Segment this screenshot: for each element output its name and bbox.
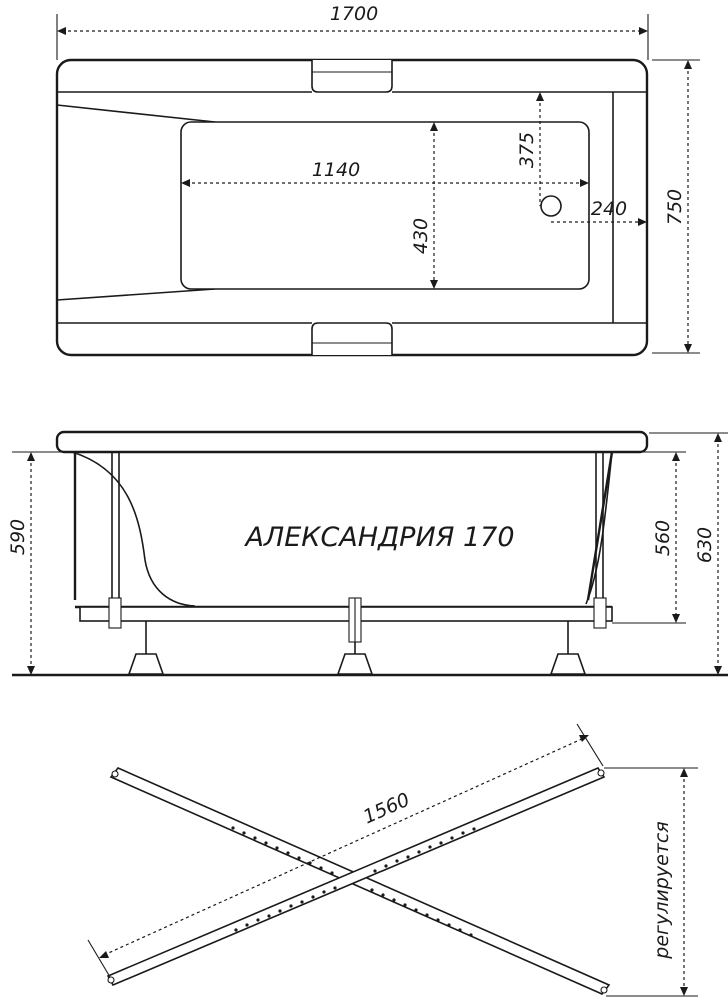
adjustable-label: регулируется bbox=[651, 821, 673, 959]
dim-inner-length-label: 1140 bbox=[312, 159, 360, 181]
dim-drain-side-label: 375 bbox=[516, 132, 538, 168]
dim-drain-end-label: 240 bbox=[591, 198, 627, 220]
dim-length-label: 1700 bbox=[330, 3, 378, 25]
frame-view: 1560 регулируется bbox=[87, 723, 698, 997]
bottom-handle-recess bbox=[311, 322, 393, 355]
dim-frame-length-label: 1560 bbox=[360, 789, 413, 829]
top-handle-recess bbox=[311, 60, 393, 93]
tub-floor-outline bbox=[180, 121, 590, 290]
body-right-edge bbox=[586, 451, 614, 601]
side-base-frame bbox=[79, 606, 613, 622]
leg-left bbox=[127, 621, 165, 675]
side-rim bbox=[55, 430, 649, 454]
dim-inner-width-label: 430 bbox=[410, 218, 432, 254]
shell-curve-right bbox=[585, 451, 613, 605]
perforation-holes-bar-1 bbox=[231, 826, 473, 937]
model-title: АЛЕКСАНДРИЯ 170 bbox=[243, 522, 514, 553]
leg-right bbox=[549, 621, 587, 675]
shell-curve bbox=[71, 451, 196, 607]
drain-hole bbox=[540, 195, 562, 217]
leg-center bbox=[336, 642, 374, 675]
left-bolt bbox=[108, 597, 122, 629]
dim-width-label: 750 bbox=[664, 189, 686, 225]
top-view: 1700 1140 430 375 bbox=[55, 3, 700, 357]
dim-height-inner-label: 560 bbox=[652, 520, 674, 556]
side-view: АЛЕКСАНДРИЯ 170 590 560 630 bbox=[7, 430, 728, 677]
perforation-holes-bar-2 bbox=[234, 827, 476, 932]
dim-height-total-label: 630 bbox=[694, 527, 716, 563]
right-bolt bbox=[593, 597, 607, 629]
dim-height-left-label: 590 bbox=[7, 519, 29, 555]
